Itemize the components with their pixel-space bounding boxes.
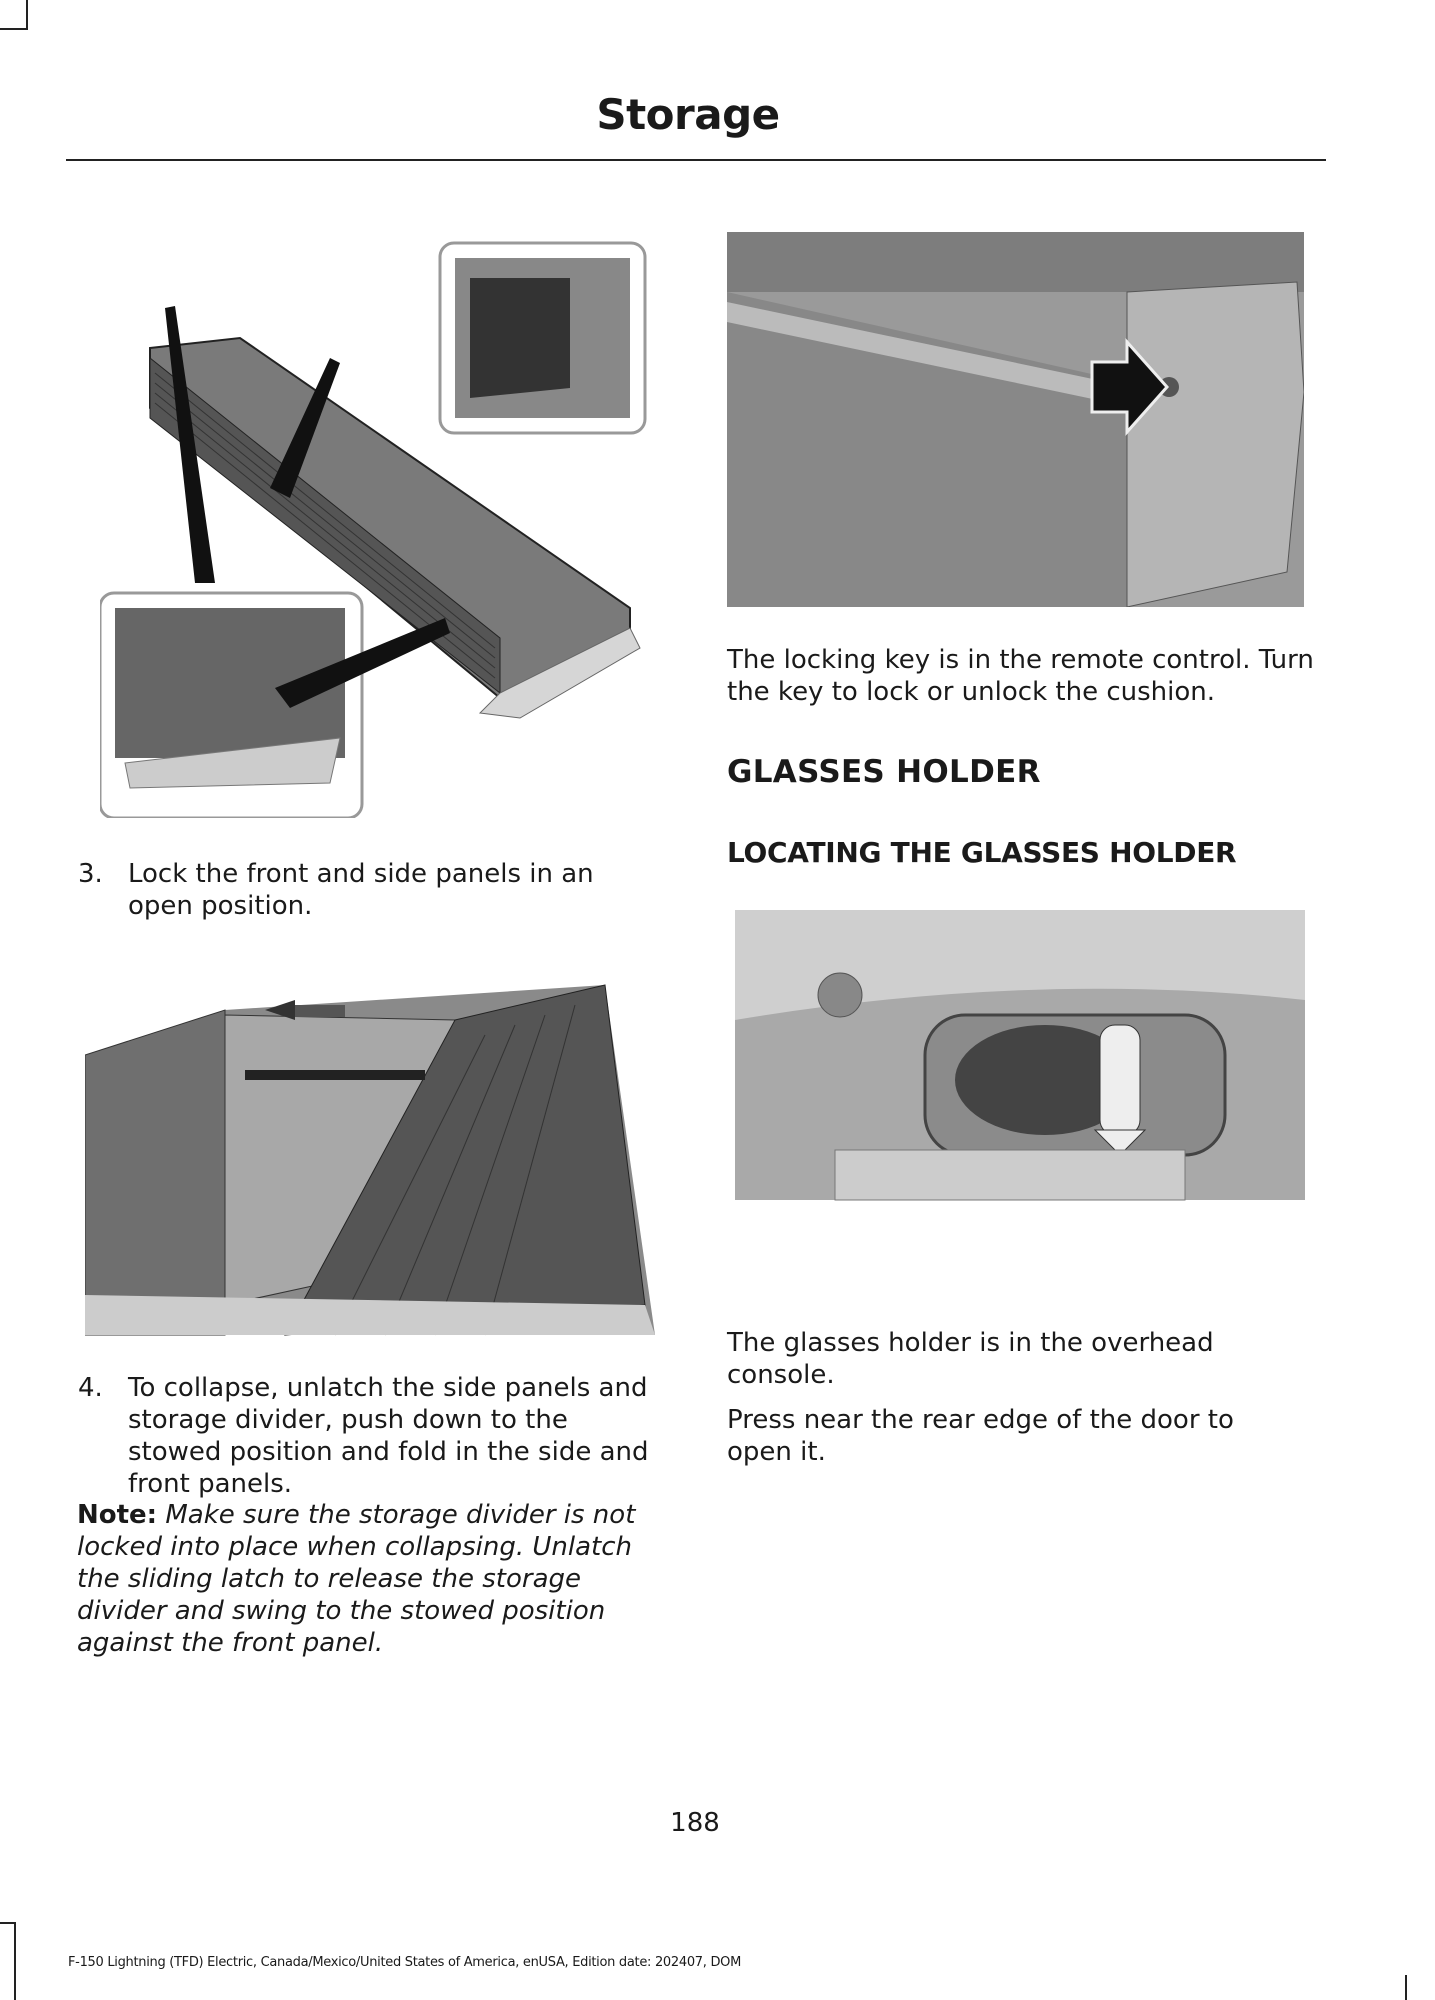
- crop-mark: [0, 28, 28, 30]
- step-4: 4. To collapse, unlatch the side panels …: [78, 1372, 668, 1500]
- step-number: 3.: [78, 859, 103, 889]
- step-text: To collapse, unlatch the side panels and…: [128, 1373, 649, 1499]
- crop-mark: [1405, 1975, 1407, 2000]
- note: Note: Make sure the storage divider is n…: [77, 1499, 677, 1659]
- glasses-holder-open-text: Press near the rear edge of the door to …: [727, 1405, 1234, 1467]
- locking-key-text: The locking key is in the remote control…: [727, 645, 1314, 707]
- section-heading: GLASSES HOLDER: [727, 754, 1041, 790]
- header-divider: [66, 159, 1326, 161]
- step-text: Lock the front and side panels in an ope…: [128, 859, 594, 921]
- side-panel-latch-illustration: [85, 975, 655, 1345]
- crop-mark: [14, 1922, 16, 2000]
- page-number: 188: [670, 1808, 720, 1838]
- note-text: Make sure the storage divider is not loc…: [77, 1500, 636, 1658]
- crop-mark: [26, 0, 28, 30]
- page-title: Storage: [596, 90, 780, 139]
- step-number: 4.: [78, 1373, 103, 1403]
- crop-mark: [0, 1922, 16, 1924]
- glasses-holder-illustration: [735, 910, 1305, 1210]
- storage-bin-illustration: [100, 238, 650, 818]
- footer-edition-info: F-150 Lightning (TFD) Electric, Canada/M…: [68, 1955, 741, 1970]
- glasses-holder-location-text: The glasses holder is in the overhead co…: [727, 1328, 1214, 1390]
- cushion-lock-illustration: [727, 232, 1304, 607]
- subsection-heading: LOCATING THE GLASSES HOLDER: [727, 836, 1237, 869]
- note-label: Note:: [77, 1500, 158, 1530]
- step-3: 3. Lock the front and side panels in an …: [78, 858, 658, 922]
